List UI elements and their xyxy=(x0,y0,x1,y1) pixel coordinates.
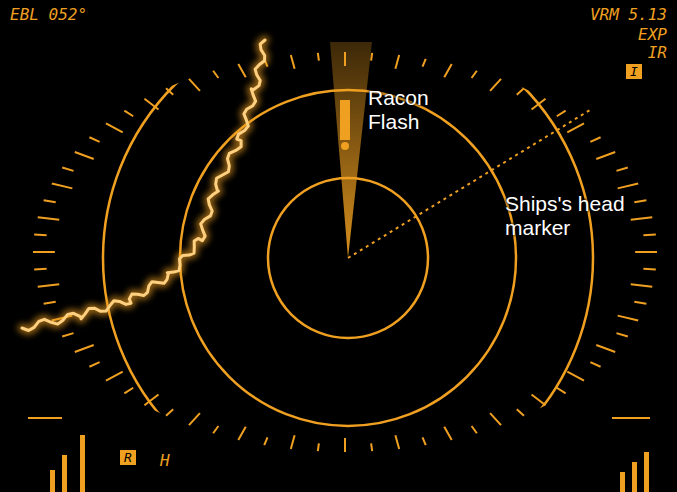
tick xyxy=(344,438,346,452)
tick xyxy=(634,302,646,304)
mode-box: I xyxy=(626,64,642,79)
tick xyxy=(238,427,245,440)
tick xyxy=(395,55,399,69)
tick xyxy=(38,217,60,219)
tick xyxy=(106,123,123,132)
tick xyxy=(395,435,399,449)
mode-ir: IR xyxy=(648,44,667,62)
tick xyxy=(291,55,295,69)
tick xyxy=(34,234,46,237)
tick xyxy=(596,345,615,352)
tick xyxy=(567,123,584,132)
tick xyxy=(616,333,627,336)
vrm-readout: VRM 5.13 xyxy=(590,6,667,24)
tick xyxy=(291,435,295,449)
tick xyxy=(596,152,615,159)
tick xyxy=(52,184,73,189)
tick xyxy=(517,88,524,95)
tick xyxy=(213,71,218,78)
tick xyxy=(189,79,200,91)
tick xyxy=(618,316,639,321)
tick xyxy=(34,268,46,271)
tick xyxy=(643,234,655,237)
tick xyxy=(166,409,173,416)
tick xyxy=(557,111,566,117)
tick xyxy=(75,152,94,159)
tick xyxy=(444,64,451,77)
racon-dot xyxy=(341,142,349,150)
tick xyxy=(44,302,56,304)
tick xyxy=(567,372,584,381)
tick xyxy=(62,333,73,336)
tick xyxy=(189,413,200,425)
tick xyxy=(44,200,56,202)
tick xyxy=(264,437,267,445)
tick xyxy=(618,184,639,189)
signal-bars xyxy=(50,435,649,492)
tick xyxy=(423,59,426,67)
tick xyxy=(444,427,451,440)
tick xyxy=(532,394,546,405)
tick xyxy=(89,137,99,142)
heading-callout: Ships's head marker xyxy=(505,192,635,240)
tick xyxy=(124,111,133,117)
mode-exp: EXP xyxy=(638,26,667,44)
tick xyxy=(490,79,501,91)
tick xyxy=(318,443,319,451)
tick xyxy=(33,251,55,253)
tick xyxy=(616,167,627,170)
tick xyxy=(517,409,524,416)
mode-h: H xyxy=(160,452,170,470)
mode-letter: R xyxy=(124,450,132,465)
coastline xyxy=(22,40,265,331)
tick xyxy=(635,251,657,253)
tick xyxy=(634,200,646,202)
tick xyxy=(490,413,501,425)
tick xyxy=(472,426,477,433)
mode-letter: I xyxy=(630,64,638,79)
tick xyxy=(590,362,600,367)
tick xyxy=(89,362,99,367)
tick xyxy=(643,268,655,271)
tick xyxy=(124,388,133,394)
tick xyxy=(472,71,477,78)
bearing-ticks xyxy=(33,52,657,452)
tick xyxy=(238,64,245,77)
tick xyxy=(38,284,60,286)
tick xyxy=(75,345,94,352)
mode-box: R xyxy=(120,450,136,465)
tick xyxy=(371,443,372,451)
racon-bar xyxy=(340,100,350,140)
tick xyxy=(106,372,123,381)
tick xyxy=(62,167,73,170)
scale-lines xyxy=(28,417,650,419)
tick xyxy=(631,284,653,286)
tick xyxy=(423,437,426,445)
range-rings xyxy=(103,13,593,492)
tick xyxy=(590,137,600,142)
tick xyxy=(557,388,566,394)
racon-wedge xyxy=(330,42,372,258)
ebl-readout: EBL 052° xyxy=(10,6,87,24)
tick xyxy=(631,217,653,219)
tick xyxy=(318,53,319,61)
racon-callout: Racon Flash xyxy=(368,86,458,134)
tick xyxy=(213,426,218,433)
tick xyxy=(371,53,372,61)
